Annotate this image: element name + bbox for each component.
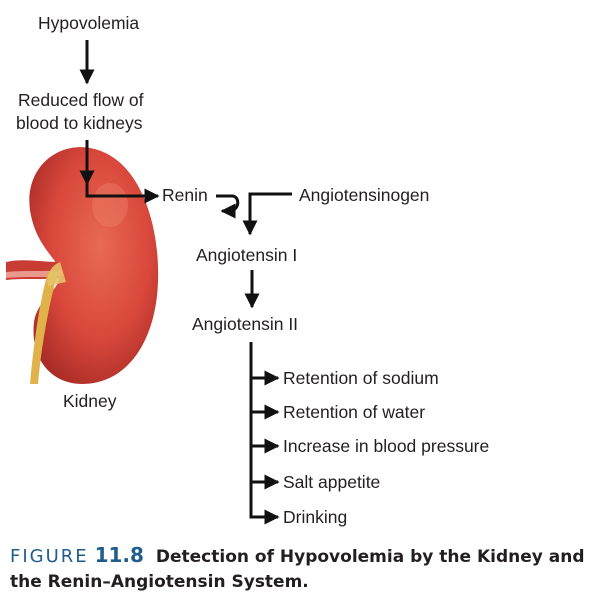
angiotensin-2-label: Angiotensin II	[192, 314, 299, 334]
angiotensinogen-label: Angiotensinogen	[299, 185, 430, 205]
arrow-angiotensinogen-to-angiotensin-1	[242, 192, 292, 236]
effect-retention-sodium: Retention of sodium	[283, 368, 439, 388]
effect-retention-water: Retention of water	[283, 402, 426, 422]
diagram-artwork	[6, 40, 292, 525]
renin-label: Renin	[162, 185, 208, 205]
figure-caption: FIGURE 11.8 Detection of Hypovolemia by …	[10, 543, 595, 595]
figure-number: 11.8	[94, 543, 144, 567]
reduced-flow-label-line2: blood to kidneys	[16, 113, 143, 133]
figure-title: Detection of Hypovolemia by the Kidney a…	[10, 547, 585, 592]
figure-word: FIGURE	[10, 546, 89, 567]
effects-bracket	[249, 342, 280, 525]
effect-blood-pressure: Increase in blood pressure	[283, 436, 490, 456]
renin-catalytic-arrow	[216, 194, 240, 219]
kidney-label: Kidney	[63, 391, 117, 411]
hypovolemia-label: Hypovolemia	[38, 13, 140, 33]
renin-angiotensin-diagram: Hypovolemia Reduced flow of blood to kid…	[6, 13, 490, 527]
angiotensin-1-label: Angiotensin I	[196, 245, 298, 265]
reduced-flow-label-line1: Reduced flow of	[18, 90, 144, 110]
effect-drinking: Drinking	[283, 507, 348, 527]
kidney-illustration	[6, 147, 159, 384]
effect-salt-appetite: Salt appetite	[283, 472, 381, 492]
